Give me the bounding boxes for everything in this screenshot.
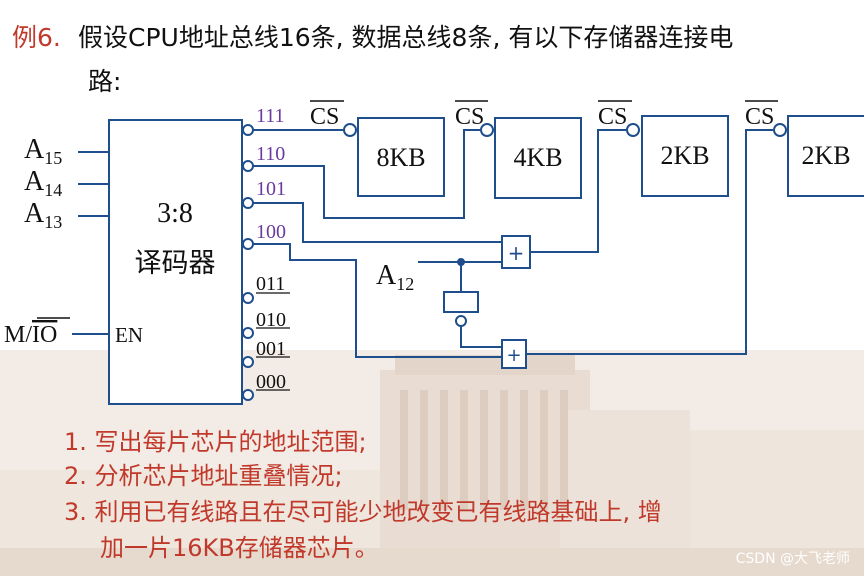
or-gate-2-symbol: + [506, 345, 521, 366]
input-a13-label: A13 [24, 198, 62, 232]
output-label-011: 011 [256, 273, 285, 295]
chip-2kb-1-label: 2KB [660, 141, 709, 170]
a12-label: A12 [376, 260, 414, 294]
chip-2kb-box-2 [787, 115, 864, 197]
chip-8kb-box [357, 117, 445, 197]
decoder-title-line2: 译码器 [135, 248, 216, 279]
or-gate-1-symbol: + [508, 241, 525, 265]
output-label-111: 111 [256, 105, 285, 127]
question-2: 2. 分析芯片地址重叠情况; [64, 462, 343, 490]
chip-4kb-label: 4KB [513, 143, 562, 172]
chip-2kb-2-cs-label: CS [745, 104, 774, 130]
decoder-title-line1: 3:8 [157, 198, 193, 229]
question-1: 1. 写出每片芯片的地址范围; [64, 428, 367, 456]
question-3-continuation: 加一片16KB存储器芯片。 [100, 534, 379, 562]
chip-4kb-box [494, 117, 582, 199]
input-a14-label: A14 [24, 166, 62, 200]
input-m-io-label: M/IO [4, 322, 57, 348]
input-a15-label: A15 [24, 134, 62, 168]
csdn-watermark: CSDN @大飞老师 [735, 551, 850, 567]
problem-title-continuation: 路: [88, 67, 122, 96]
example-number: 例6. [12, 23, 61, 52]
output-label-000: 000 [256, 371, 286, 393]
chip-2kb-box-1 [641, 115, 729, 197]
output-label-100: 100 [256, 221, 286, 243]
enable-pin-label: EN [115, 323, 143, 347]
or-gate-1 [501, 235, 531, 269]
output-label-010: 010 [256, 309, 286, 331]
chip-2kb-2-label: 2KB [801, 141, 850, 170]
decoder-box [108, 119, 243, 405]
chip-2kb-1-cs-label: CS [598, 104, 627, 130]
chip-4kb-cs-label: CS [455, 104, 484, 130]
chip-8kb-label: 8KB [376, 143, 425, 172]
chip-8kb-cs-label: CS [310, 104, 339, 130]
question-3: 3. 利用已有线路且在尽可能少地改变已有线路基础上, 增 [64, 498, 662, 526]
output-label-001: 001 [256, 338, 286, 360]
output-label-101: 101 [256, 178, 286, 200]
output-label-110: 110 [256, 143, 285, 165]
problem-title: 假设CPU地址总线16条, 数据总线8条, 有以下存储器连接电 [78, 23, 734, 52]
